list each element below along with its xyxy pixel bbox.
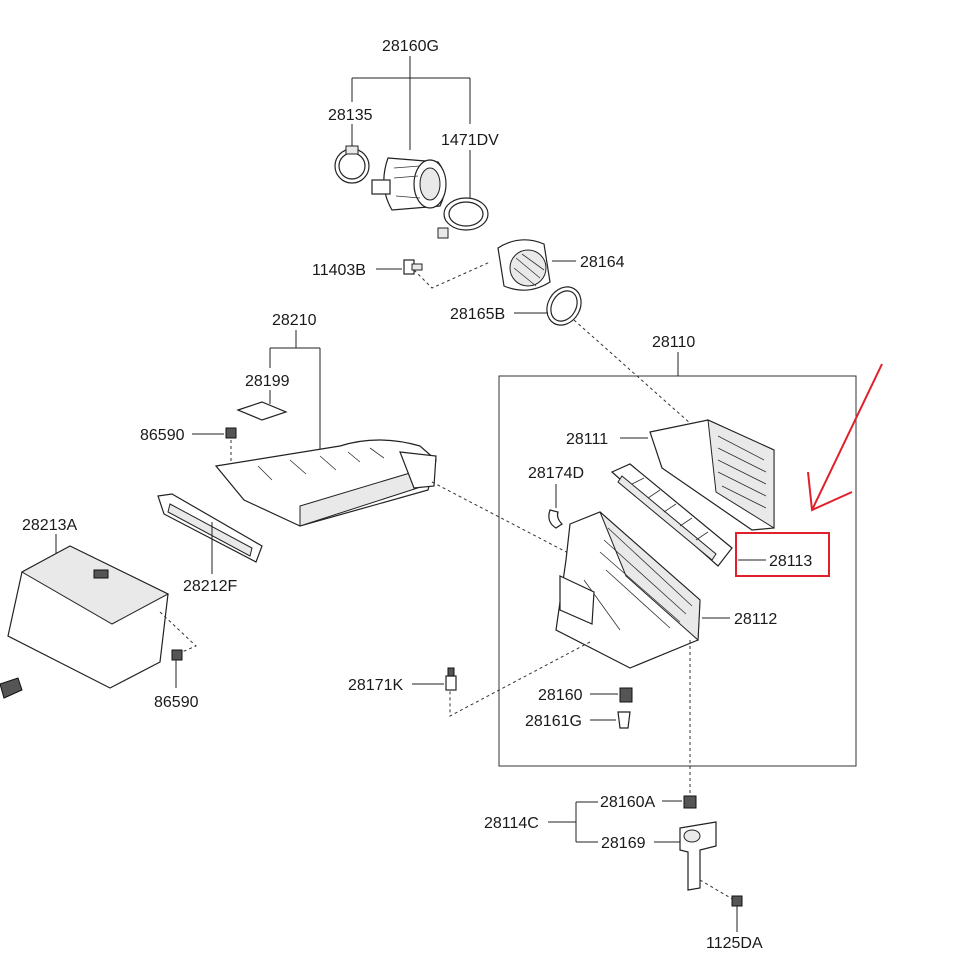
upper-case-28111: [620, 419, 775, 531]
highlight-marker: [735, 363, 883, 577]
label-28135: 28135: [328, 107, 373, 124]
label-28160A: 28160A: [600, 794, 655, 811]
maf-housing: [371, 157, 447, 211]
bolt-11403B: [376, 259, 491, 289]
gasket-28165B: [514, 286, 701, 433]
bolt-28171K: [412, 667, 457, 691]
filter-element-28113: [610, 463, 766, 567]
clamp-28135: [334, 145, 370, 184]
grommet-28160A: [662, 795, 697, 809]
resonator-28164: [497, 239, 576, 291]
label-1471DV: 1471DV: [441, 132, 499, 149]
label-28174D: 28174D: [528, 465, 584, 482]
label-28164: 28164: [580, 254, 625, 271]
label-28212F: 28212F: [183, 578, 237, 595]
label-28112: 28112: [734, 611, 777, 628]
label-1125DA: 1125DA: [706, 935, 763, 952]
leader-28114C: [548, 801, 598, 843]
label-28160: 28160: [538, 687, 583, 704]
leader-28210: [269, 330, 321, 450]
clip-28174D: [548, 484, 563, 529]
label-28161G: 28161G: [525, 713, 582, 730]
label-28160G: 28160G: [382, 38, 439, 55]
label-86590-top: 86590: [140, 427, 185, 444]
label-28113: 28113: [769, 553, 812, 570]
label-28110: 28110: [652, 334, 695, 351]
highlight-arrow-shaft: [811, 363, 883, 511]
label-28213A: 28213A: [22, 517, 77, 534]
label-11403B: 11403B: [312, 262, 366, 279]
label-28210: 28210: [272, 312, 317, 329]
lower-case-28112: [449, 511, 730, 796]
intake-duct-28210: [214, 439, 575, 557]
highlight-arrow-head: [807, 471, 853, 512]
label-28169: 28169: [601, 835, 646, 852]
guide-28212F: [157, 493, 263, 574]
bolt-1125DA: [731, 895, 743, 932]
grommet-28160: [590, 687, 633, 703]
label-28114C: 28114C: [484, 815, 539, 832]
label-86590-bottom: 86590: [154, 694, 199, 711]
clip-86590-bottom: [159, 611, 197, 688]
clamp-1471DV: [437, 197, 489, 239]
label-28171K: 28171K: [348, 677, 403, 694]
cover-28213A: [0, 534, 170, 699]
bracket-28169: [654, 821, 735, 901]
label-28165B: 28165B: [450, 306, 505, 323]
plate-28199: [236, 401, 288, 421]
leader-28160G: [351, 56, 471, 200]
highlight-box-28113: [735, 532, 830, 577]
label-28199: 28199: [245, 373, 290, 390]
label-28111: 28111: [566, 431, 608, 448]
collar-28161G: [590, 711, 631, 729]
